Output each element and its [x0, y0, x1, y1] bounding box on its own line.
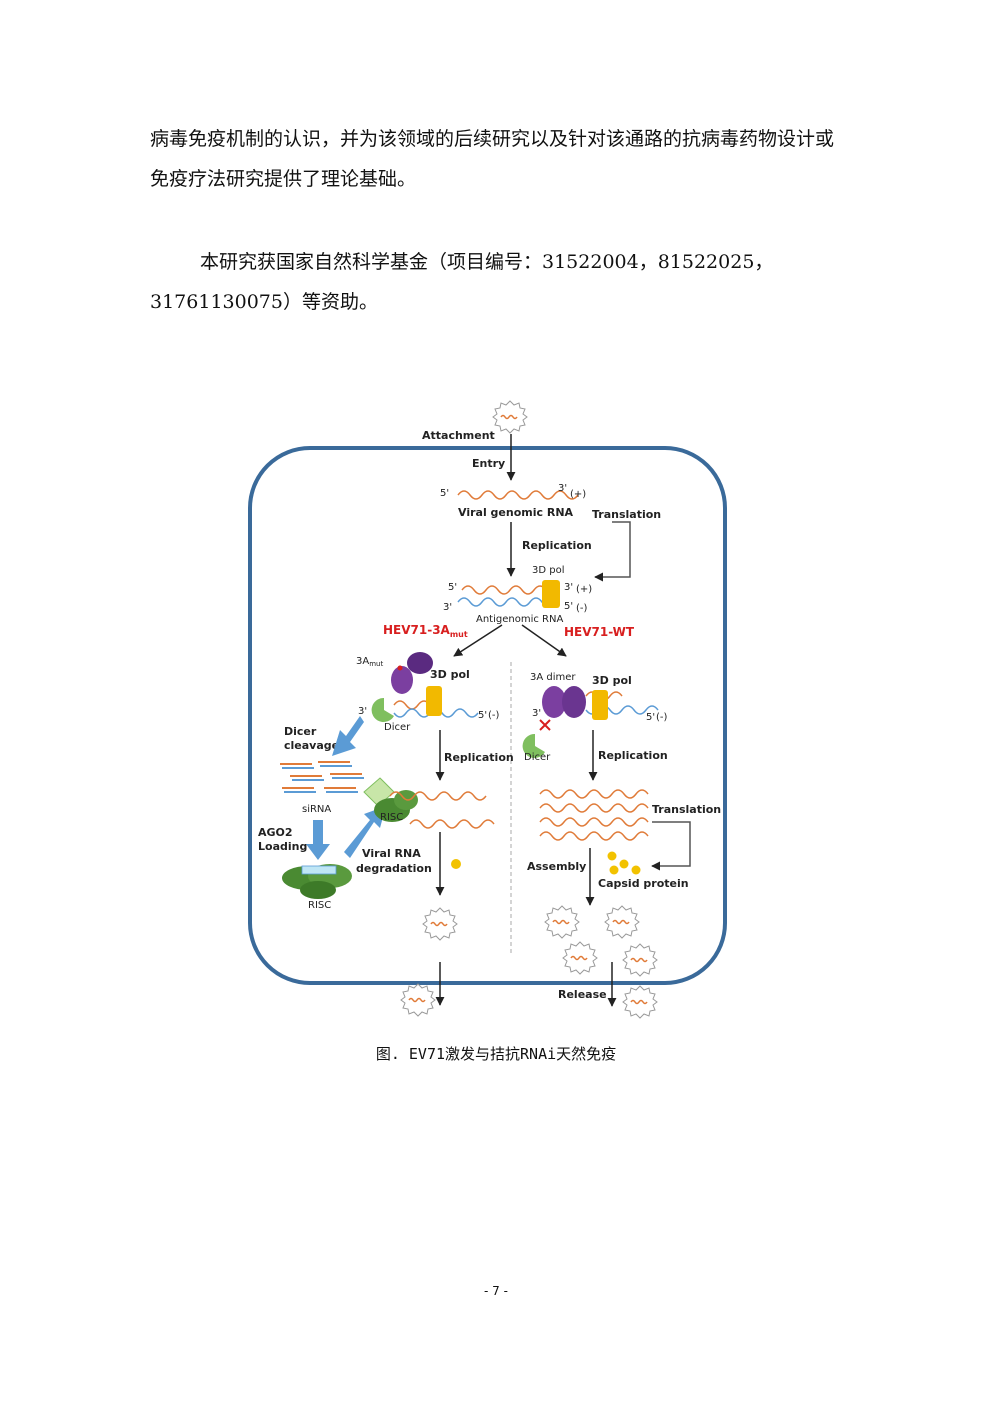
label-3a-dimer: 3A dimer	[530, 672, 576, 683]
label-3prime-ds: 3'	[443, 602, 452, 613]
label-entry: Entry	[472, 457, 505, 470]
label-replication-top: Replication	[522, 539, 592, 552]
label-attachment: Attachment	[422, 429, 495, 442]
label-risc-mid: RISC	[380, 812, 403, 823]
figure-caption: 图. EV71激发与拮抗RNAi天然免疫	[375, 1045, 617, 1063]
label-viral-genomic-rna: Viral genomic RNA	[458, 506, 574, 519]
label-viral-rna-deg-2: degradation	[356, 862, 432, 875]
label-dicer-right: Dicer	[524, 752, 551, 763]
label-plus: (+)	[570, 489, 586, 500]
label-3amut: 3Amut	[356, 656, 383, 668]
3a-dimer-protein	[542, 686, 566, 718]
body-paragraph-1: 病毒免疫机制的认识，并为该领域的后续研究以及针对该通路的抗病毒药物设计或免疫疗法…	[150, 128, 835, 190]
label-translation-right: Translation	[652, 803, 721, 816]
dicer-right-icon	[522, 733, 545, 758]
label-3prime-ds-r: 3'	[564, 582, 573, 593]
label-5prime-ds-r: 5'	[564, 601, 573, 612]
3d-pol-left	[426, 686, 442, 716]
inhibit-x-icon	[539, 719, 551, 731]
label-5prime-ds: 5'	[448, 582, 457, 593]
label-3prime-right: 3'	[532, 708, 541, 719]
cell-membrane	[248, 446, 727, 985]
label-replication-left: Replication	[444, 751, 514, 764]
label-3dpol-left: 3D pol	[430, 668, 470, 681]
label-dicer-cleavage-2: cleavage	[284, 739, 339, 752]
3d-pol-top	[542, 580, 560, 608]
label-assembly: Assembly	[527, 860, 586, 873]
label-dicer-cleavage-1: Dicer	[284, 725, 317, 738]
label-release: Release	[558, 988, 607, 1001]
capsid-protein-icon	[607, 851, 641, 875]
sirna-fragments	[280, 761, 364, 793]
label-minus-left: (-)	[488, 710, 500, 721]
3d-pol-right	[592, 690, 608, 720]
label-antigenomic-rna: Antigenomic RNA	[476, 614, 563, 625]
funding-text: 本研究获国家自然科学基金（项目编号：31522004，81522025，3176…	[150, 251, 774, 313]
label-5prime-left: 5'	[478, 710, 487, 721]
label-capsid-protein: Capsid protein	[598, 877, 689, 890]
blue-arrow-risc	[344, 806, 386, 858]
blue-arrow-cleavage	[332, 716, 364, 756]
label-translation-top: Translation	[592, 508, 661, 521]
page-number: - 7 -	[484, 1284, 508, 1298]
label-plus-ds: (+)	[576, 584, 592, 595]
dicer-left-icon	[371, 697, 394, 722]
label-3dpol-right: 3D pol	[592, 674, 632, 687]
label-sirna: siRNA	[302, 804, 331, 815]
replicated-rna-strands	[539, 789, 649, 841]
blue-arrow-ago2	[306, 820, 330, 860]
label-risc-bottom: RISC	[308, 900, 331, 911]
label-3prime-left: 3'	[358, 706, 367, 717]
label-viral-rna-deg-1: Viral RNA	[362, 847, 421, 860]
label-hev71-wt: HEV71-WT	[564, 625, 635, 639]
label-ago2-1: AGO2	[258, 826, 293, 839]
label-5prime: 5'	[440, 488, 449, 499]
label-5prime-right: 5'	[646, 712, 655, 723]
ev71-rnai-figure: Attachment Entry 5' 3' (+) Viral genomic…	[240, 400, 740, 1025]
label-ago2-2: Loading	[258, 840, 307, 853]
label-minus-right: (-)	[656, 712, 668, 723]
label-dicer-left: Dicer	[384, 722, 411, 733]
label-3dpol-top: 3D pol	[532, 565, 565, 576]
label-hev71-3amut: HEV71-3Amut	[383, 623, 468, 639]
virion-icon	[492, 400, 528, 434]
label-minus-ds: (-)	[576, 603, 588, 614]
3amut-protein	[391, 666, 413, 694]
viral-genomic-rna	[457, 490, 579, 500]
body-paragraph-2: 本研究获国家自然科学基金（项目编号：31522004，81522025，3176…	[150, 242, 850, 322]
label-replication-right: Replication	[598, 749, 668, 762]
label-3prime: 3'	[558, 483, 567, 494]
